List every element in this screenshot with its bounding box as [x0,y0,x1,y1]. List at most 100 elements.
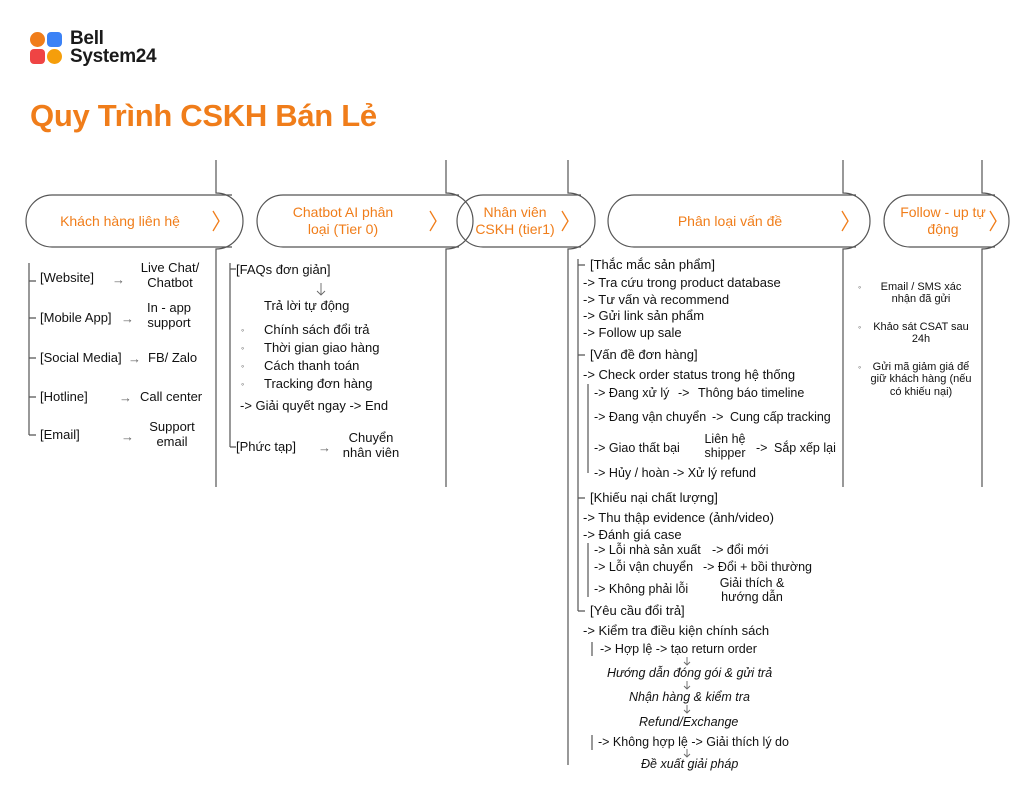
channel-hotline: [Hotline] [40,389,88,404]
brand-line-1: Bell [70,28,104,49]
chevron-right-icon [429,210,437,232]
bullet-icon: ◦ [858,362,862,372]
arrow-right-icon: → [119,390,132,405]
issue-product-step: -> Tra cứu trong product database [583,275,781,290]
channel-social-media: [Social Media] [40,350,122,365]
arrow-right-icon: → [121,311,134,326]
chevron-right-icon [989,210,997,232]
quality-row-3-a: -> Không phải lỗi [594,582,689,596]
arrow-right-icon: -> [756,441,768,455]
issue-return-title: [Yêu cầu đổi trả] [590,603,685,618]
issue-order-title: [Vấn đề đơn hàng] [590,347,698,362]
order-row-2-b: Cung cấp tracking [730,410,831,424]
pill-3-outline [456,194,581,248]
issue-product-title: [Thắc mắc sản phẩm] [590,257,715,272]
quality-step-1: -> Thu thập evidence (ảnh/video) [583,510,774,525]
faq-item: Tracking đơn hàng [264,376,373,391]
faq-item: Chính sách đổi trả [264,322,370,337]
separator-5 [981,160,1010,487]
issue-order-check: -> Check order status trong hệ thống [583,367,796,382]
arrow-right-icon: → [128,351,141,366]
separator-3 [567,160,596,765]
issue-product-step: -> Follow up sale [583,325,682,340]
bullet-icon: ◦ [858,322,862,332]
return-valid-step-3: Refund/Exchange [639,715,739,729]
arrow-down-icon [316,283,326,296]
stage-1-label: Khách hàng liên hệ [60,213,180,229]
order-row-3-a: -> Giao thất bại [594,441,680,455]
order-row-1-a: -> Đang xử lý [594,386,670,400]
brand-line-2: System24 [70,46,157,67]
return-check: -> Kiểm tra điều kiện chính sách [583,623,770,638]
chevron-right-icon [212,210,220,232]
transfer-label: Chuyển nhân viên [342,430,400,460]
quality-row-1-a: -> Lỗi nhà sản xuất [594,543,701,557]
return-invalid-step-1: Đề xuất giải pháp [641,757,739,771]
return-invalid: -> Không hợp lệ -> Giải thích lý do [598,735,789,749]
arrow-right-icon: → [121,429,134,444]
stage-4-label: Phân loại vấn đề [677,213,783,229]
issue-quality-title: [Khiếu nại chất lượng] [590,490,718,505]
arrow-right-icon: → [318,440,331,455]
resolve-label: -> Giải quyết ngay -> End [240,398,389,413]
channel-mobile-app: [Mobile App] [40,310,112,325]
bullet-icon: ◦ [241,343,245,353]
issue-product-step: -> Tư vấn và recommend [583,292,730,307]
quality-row-2-b: -> Đổi + bồi thường [703,560,812,574]
return-valid: -> Hợp lệ -> tạo return order [600,642,757,656]
channel-hotline-target: Call center [140,389,203,404]
complex-title: [Phức tạp] [236,439,297,454]
channel-mobile-app-target: In - app support [146,300,192,330]
arrow-down-icon [683,657,691,666]
separator-2 [445,160,474,487]
arrow-right-icon: -> [712,410,724,424]
order-row-3-c: Sắp xếp lại [774,441,836,455]
followup-item: Gửi mã giảm giá để giữ khách hàng (nếu c… [870,361,972,398]
pill-2-outline [256,194,459,248]
separator-1 [215,160,244,487]
channel-social-media-target: FB/ Zalo [148,350,198,365]
return-valid-step-1: Hướng dẫn đóng gói & gửi trả [607,666,773,680]
logo-mark-icon [30,32,62,64]
auto-reply-label: Trả lời tự động [264,298,350,313]
bullet-icon: ◦ [241,361,245,371]
channel-email-target: Support email [149,419,195,449]
stage-5-label: Follow - up tự động [900,204,986,237]
channel-email: [Email] [40,427,80,442]
page-title: Quy Trình CSKH Bán Lẻ [30,98,377,133]
order-row-4: -> Hủy / hoàn -> Xử lý refund [594,466,756,480]
quality-row-3-b: Giải thích & hướng dẫn [719,576,785,604]
chatbot-bracket [229,263,236,448]
followup-item: Email / SMS xác nhận đã gửi [880,281,962,306]
stage-2-label: Chatbot AI phân loại (Tier 0) [292,204,394,237]
order-row-1-b: Thông báo timeline [698,386,805,400]
bullet-icon: ◦ [241,325,245,335]
arrow-right-icon: -> [678,386,690,400]
pill-5-outline [883,194,995,248]
quality-row-1-b: -> đổi mới [712,543,769,557]
issues-bracket [577,259,585,612]
chevron-right-icon [841,210,849,232]
followup-item: Khảo sát CSAT sau 24h [873,321,969,346]
pill-4-outline [607,194,856,248]
arrow-right-icon: → [112,272,125,287]
issue-product-step: -> Gửi link sản phẩm [583,308,705,323]
arrow-down-icon [683,681,691,690]
bullet-icon: ◦ [241,379,245,389]
channel-website-target: Live Chat/ Chatbot [140,260,200,290]
faq-title: [FAQs đơn giản] [236,262,331,277]
pill-1-outline [25,194,232,248]
quality-step-2: -> Đánh giá case [583,527,682,542]
return-valid-step-2: Nhận hàng & kiểm tra [629,690,750,704]
chevron-right-icon [561,210,569,232]
order-row-3-b: Liên hệ shipper [704,432,746,460]
logo: Bell System24 [30,28,170,70]
order-row-2-a: -> Đang vận chuyển [594,410,707,424]
faq-item: Cách thanh toán [264,358,360,373]
stage-3-label: Nhân viên CSKH (tier1) [475,204,555,237]
faq-item: Thời gian giao hàng [264,340,380,355]
quality-row-2-a: -> Lỗi vận chuyển [594,560,694,574]
arrow-down-icon [683,749,691,758]
bullet-icon: ◦ [858,282,862,292]
channel-website: [Website] [40,270,94,285]
